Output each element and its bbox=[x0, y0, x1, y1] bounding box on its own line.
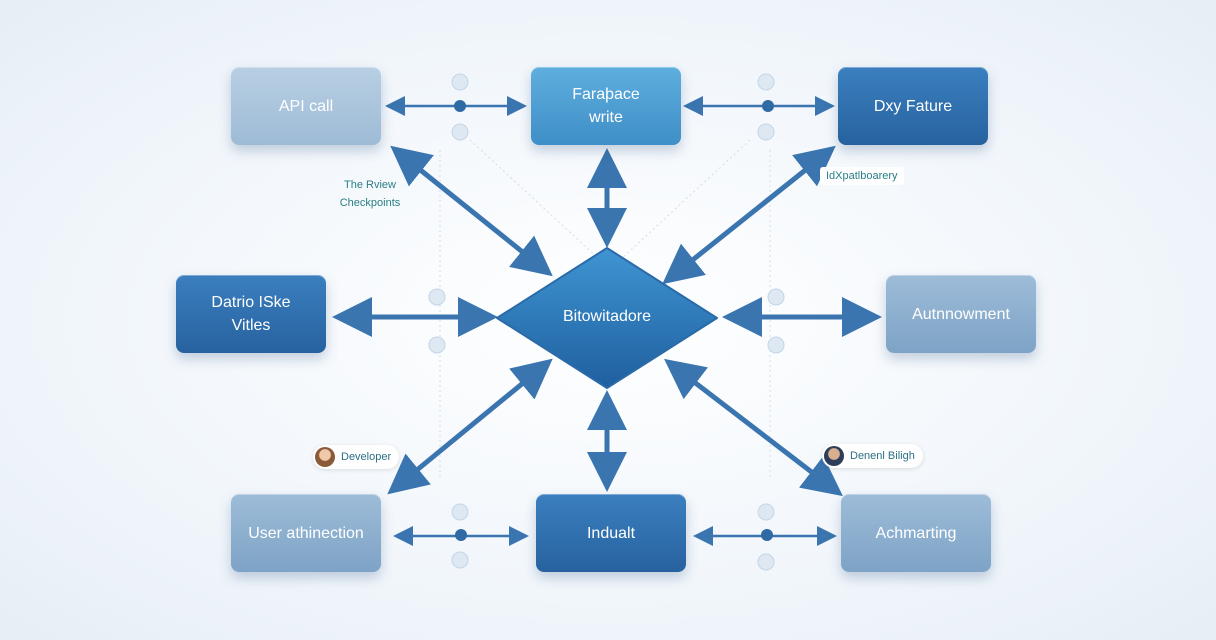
arrow-center-api bbox=[390, 145, 553, 277]
node-label: API call bbox=[278, 97, 334, 115]
developer-chip[interactable]: Developer bbox=[313, 445, 400, 469]
lock-icon bbox=[757, 503, 775, 521]
lock-icon bbox=[757, 123, 775, 141]
arrow-center-achmarting bbox=[664, 358, 843, 497]
junction-dot bbox=[454, 100, 466, 112]
junction-dot bbox=[761, 529, 773, 541]
node-label: Dxy Fature bbox=[873, 97, 953, 115]
lock-icon bbox=[451, 73, 469, 91]
person-name: Denenl Biligh bbox=[850, 450, 915, 462]
arrow-center-user bbox=[387, 358, 553, 495]
label-line: Checkpoints bbox=[339, 197, 401, 209]
top-right-label: IdXpatlboarery bbox=[820, 167, 904, 185]
lock-icon bbox=[757, 73, 775, 91]
lock-icon bbox=[428, 288, 446, 306]
node-label: Achmarting bbox=[875, 524, 957, 542]
junction-dot bbox=[455, 529, 467, 541]
node-api-call[interactable]: API call bbox=[231, 67, 381, 145]
node-label: Faraþace bbox=[572, 86, 640, 103]
center-node-label: Bitowitadore bbox=[562, 308, 652, 325]
node-label: Datrio ISke bbox=[211, 294, 291, 311]
node-label: Indualt bbox=[586, 524, 636, 542]
person-name: Developer bbox=[341, 451, 392, 463]
lock-icon bbox=[451, 551, 469, 569]
node-label: Vitles bbox=[231, 317, 271, 334]
center-diamond[interactable] bbox=[496, 247, 718, 389]
lock-icon bbox=[451, 123, 469, 141]
node-dxy-fature[interactable]: Dxy Fature bbox=[838, 67, 988, 145]
avatar bbox=[824, 446, 844, 466]
node-label: write bbox=[589, 109, 623, 126]
avatar bbox=[315, 447, 335, 467]
junction-dot bbox=[762, 100, 774, 112]
node-user-auth[interactable]: User athinection bbox=[231, 494, 381, 572]
review-checkpoints-label: The Rview Checkpoints bbox=[325, 176, 415, 212]
node-label: Autnnowment bbox=[912, 305, 1010, 323]
node-label: User athinection bbox=[248, 524, 364, 542]
node-database-write[interactable]: Faraþace write bbox=[531, 67, 681, 145]
arrow-center-dxy bbox=[662, 145, 836, 285]
person-chip[interactable]: Denenl Biligh bbox=[822, 444, 923, 468]
lock-icon bbox=[767, 336, 785, 354]
node-indualt[interactable]: Indualt bbox=[536, 494, 686, 572]
lock-icon bbox=[767, 288, 785, 306]
lock-icon bbox=[451, 503, 469, 521]
node-achmarting[interactable]: Achmarting bbox=[841, 494, 991, 572]
node-autnnowment[interactable]: Autnnowment bbox=[886, 275, 1036, 353]
label-line: The Rview bbox=[344, 179, 396, 191]
lock-icon bbox=[757, 553, 775, 571]
lock-icon bbox=[428, 336, 446, 354]
